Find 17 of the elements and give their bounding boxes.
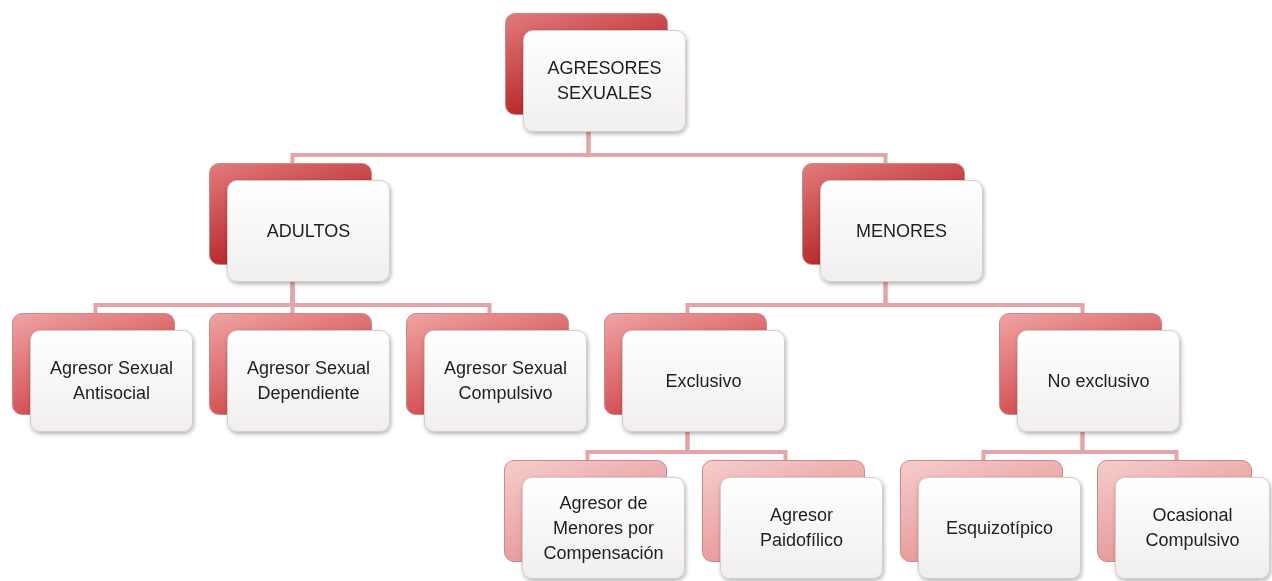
node-box: Agresor Sexual Dependiente (227, 330, 390, 432)
connector-line (586, 132, 888, 163)
node-box: Exclusivo (622, 330, 785, 432)
node-box: Agresor Sexual Antisocial (30, 330, 193, 432)
connector-line (1080, 432, 1179, 460)
connector-line (883, 282, 1085, 313)
connector-line (290, 282, 492, 313)
node-box: Agresor Paidofílico (720, 477, 883, 579)
node-box: Agresor Sexual Compulsivo (424, 330, 587, 432)
node-box: AGRESORES SEXUALES (523, 30, 686, 132)
node-box: Esquizotípico (918, 477, 1081, 579)
node-box: ADULTOS (227, 180, 390, 282)
node-box: MENORES (820, 180, 983, 282)
connector-line (685, 432, 788, 460)
node-box: Ocasional Compulsivo (1115, 477, 1270, 579)
node-box: Agresor de Menores por Compensación (522, 477, 685, 579)
node-box: No exclusivo (1017, 330, 1180, 432)
